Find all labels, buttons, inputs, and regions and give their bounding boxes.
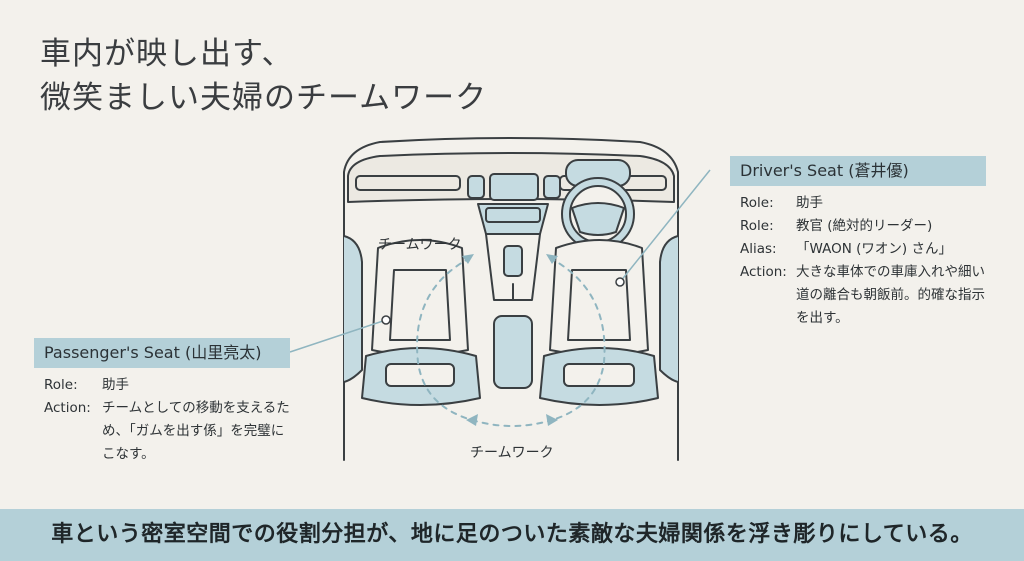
steering-wheel-hub [571,202,625,236]
arrow-top-right [546,254,558,264]
driver-row-value: 教官 (絶対的リーダー) [796,218,933,234]
teamwork-arc-left [416,257,473,421]
passenger-seat-cushion [385,363,455,387]
driver-seat-back [549,239,649,356]
passenger-row-key: Role: [44,377,78,393]
driver-seat-info: Role: 助手 Role: 教官 (絶対的リーダー) Alias: 「WAON… [740,192,992,330]
driver-row: Alias: 「WAON (ワオン) さん」 [740,238,992,261]
center-vent-right [543,175,561,199]
center-vent-left [467,175,485,199]
driver-row: Role: 助手 [740,192,992,215]
dash-vent-left [355,175,461,191]
driver-row-key: Alias: [740,241,777,257]
passenger-row: Action: チームとしての移動を支えるため、「ガムを出す係」を完璧にこなす。 [44,397,294,466]
passenger-row: Role: 助手 [44,374,294,397]
radio-panel [485,207,541,223]
driver-row: Role: 教官 (絶対的リーダー) [740,215,992,238]
passenger-row-value: チームとしての移動を支えるため、「ガムを出す係」を完璧にこなす。 [102,400,290,462]
gear-shifter [503,245,523,277]
driver-row-key: Action: [740,264,787,280]
footer-banner: 車という密室空間での役割分担が、地に足のついた素敵な夫婦関係を浮き彫りにしている… [0,509,1024,561]
teamwork-label-bottom: チームワーク [470,445,554,461]
teamwork-arc-right [549,257,606,421]
armrest [493,315,533,389]
driver-row-value: 助手 [796,195,823,211]
passenger-seat-rest [389,269,451,341]
arrow-bottom-right [546,414,558,426]
center-screen [489,173,539,201]
page-title: 車内が映し出す、 微笑ましい夫婦のチームワーク [40,32,487,120]
passenger-seat-info: Role: 助手 Action: チームとしての移動を支えるため、「ガムを出す係… [44,374,294,466]
door-left [343,235,363,383]
driver-row-key: Role: [740,195,774,211]
driver-leader-dot [615,277,625,287]
arrow-bottom-left [466,414,478,426]
passenger-leader-line [289,319,387,353]
driver-seat-rest [567,269,631,341]
arrow-top-left [462,254,474,264]
title-line-1: 車内が映し出す、 [40,36,294,72]
passenger-leader-dot [381,315,391,325]
title-line-2: 微笑ましい夫婦のチームワーク [40,80,488,116]
teamwork-label-top: チームワーク [378,237,462,253]
car-body-outline [343,137,679,461]
driver-leader-line [619,169,711,283]
passenger-seat-header: Passenger's Seat (山里亮太) [34,338,290,368]
passenger-seat-back [371,239,469,356]
passenger-row-key: Action: [44,400,91,416]
driver-row-value: 「WAON (ワオン) さん」 [796,241,952,257]
driver-row: Action: 大きな車体での車庫入れや細い道の離合も朝飯前。的確な指示を出す。 [740,261,992,330]
driver-row-value: 大きな車体での車庫入れや細い道の離合も朝飯前。的確な指示を出す。 [796,264,985,326]
driver-seat-header: Driver's Seat (蒼井優) [730,156,986,186]
driver-seat-cushion [563,363,635,387]
door-right [659,235,679,383]
passenger-row-value: 助手 [102,377,129,393]
teamwork-arc-bottom [471,419,553,427]
driver-row-key: Role: [740,218,774,234]
